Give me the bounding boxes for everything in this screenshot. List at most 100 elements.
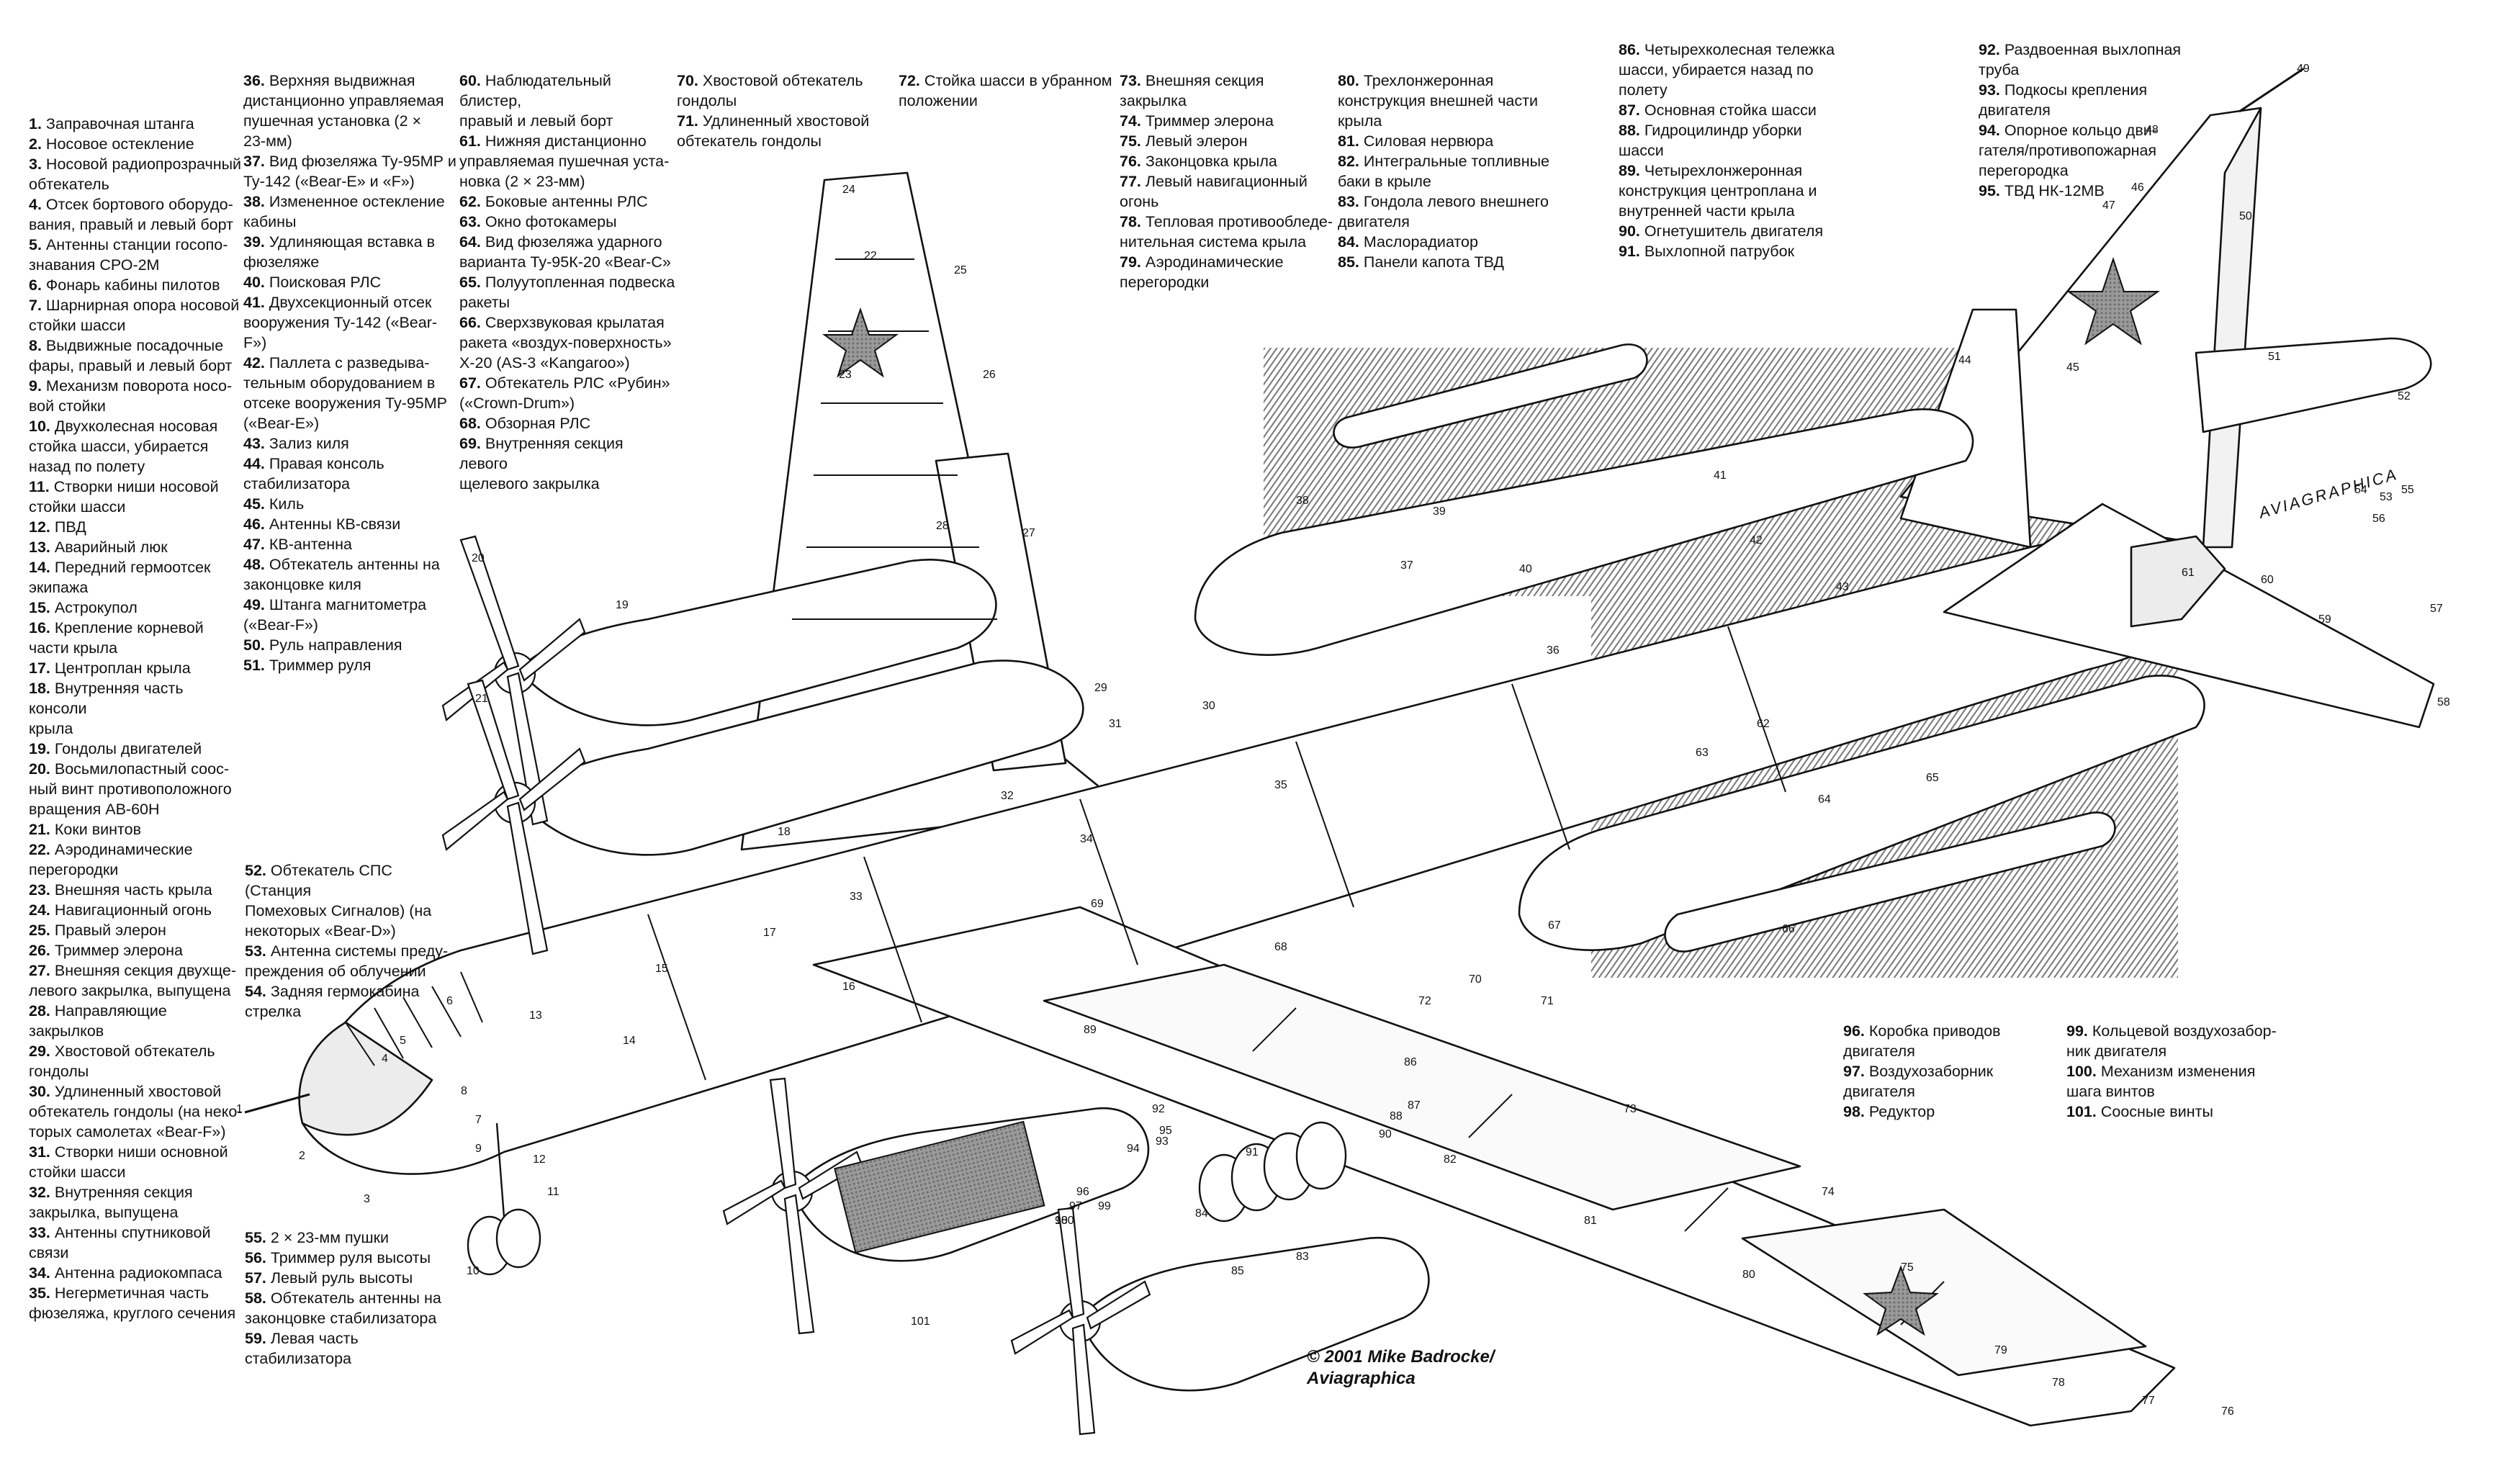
legend-column-11: 99. Кольцевой воздухозабор- ник двигател…	[2066, 1021, 2297, 1122]
callout-number-57: 57	[2430, 603, 2443, 615]
legend-item-text: Двухколесная носовая стойка шасси, убира…	[29, 418, 218, 475]
legend-item: 21. Коки винтов	[29, 819, 245, 839]
legend-item-number: 13.	[29, 539, 50, 556]
legend-item: 45. Киль	[243, 494, 459, 514]
callout-number-24: 24	[842, 184, 855, 196]
callout-number-75: 75	[1901, 1261, 1914, 1274]
legend-item: 7. Шарнирная опора носовой стойки шасси	[29, 295, 245, 336]
legend-item-text: Штанга магнитометра («Bear-F»)	[243, 596, 427, 634]
legend-item-number: 18.	[29, 680, 50, 697]
callout-number-39: 39	[1433, 505, 1446, 518]
callout-number-21: 21	[475, 693, 488, 705]
legend-item-number: 92.	[1979, 41, 2000, 58]
legend-item-text: Правый элерон	[54, 922, 166, 939]
legend-item-text: Паллета с разведыва- тельным оборудовани…	[243, 354, 448, 432]
callout-number-48: 48	[2146, 124, 2159, 136]
legend-item-number: 79.	[1120, 253, 1141, 271]
callout-number-91: 91	[1246, 1146, 1259, 1158]
callout-number-31: 31	[1109, 718, 1122, 730]
callout-number-43: 43	[1836, 581, 1849, 593]
legend-item-number: 19.	[29, 740, 50, 757]
legend-item-text: Силовая нервюра	[1363, 132, 1494, 150]
legend-item: 36. Верхняя выдвижная дистанционно управ…	[243, 71, 459, 151]
legend-item: 65. Полуутопленная подвеска ракеты	[459, 272, 675, 312]
legend-item-number: 23.	[29, 881, 50, 899]
nacelle-right-inner	[517, 660, 1084, 856]
callout-number-41: 41	[1714, 469, 1727, 482]
legend-item-text: Вид фюзеляжа Ту-95МР и Ту-142 («Bear-E» …	[243, 153, 456, 190]
legend-item-number: 51.	[243, 657, 265, 674]
legend-item-number: 6.	[29, 276, 42, 294]
legend-item-number: 87.	[1619, 102, 1640, 119]
legend-item-number: 62.	[459, 193, 481, 210]
legend-item: 49. Штанга магнитометра («Bear-F»)	[243, 595, 459, 635]
callout-number-99: 99	[1098, 1200, 1111, 1212]
legend-item-text: Левый руль высоты	[270, 1269, 413, 1287]
legend-item: 93. Подкосы крепления двигателя	[1979, 80, 2209, 120]
legend-item-text: Хвостовой обтекатель гондолы	[29, 1043, 215, 1080]
legend-item-number: 68.	[459, 415, 481, 432]
legend-item-text: Центроплан крыла	[54, 660, 191, 677]
legend-item: 54. Задняя гермокабина стрелка	[245, 981, 461, 1022]
legend-item: 26. Триммер элерона	[29, 940, 245, 960]
legend-item-text: Измененное остекление кабины	[243, 193, 445, 230]
legend-item-text: Подкосы крепления двигателя	[1979, 81, 2148, 119]
legend-item-text: Триммер элерона	[54, 942, 183, 959]
legend-item-text: Раздвоенная выхлопная труба	[1979, 41, 2182, 78]
legend-item-text: Антенна системы преду- преждения об облу…	[245, 942, 449, 980]
legend-item-text: Интегральные топливные баки в крыле	[1338, 153, 1549, 190]
callout-number-2: 2	[299, 1150, 305, 1162]
legend-item: 92. Раздвоенная выхлопная труба	[1979, 40, 2209, 80]
legend-item-number: 53.	[245, 942, 266, 960]
legend-item-text: Окно фотокамеры	[485, 213, 617, 230]
callout-number-97: 97	[1069, 1200, 1082, 1212]
callout-number-6: 6	[446, 995, 453, 1007]
callout-number-47: 47	[2102, 199, 2115, 212]
legend-item-text: Антенна радиокомпаса	[54, 1264, 222, 1282]
legend-item-number: 52.	[245, 862, 266, 879]
legend-item-number: 93.	[1979, 81, 2000, 99]
legend-item: 43. Зализ киля	[243, 433, 459, 454]
callout-number-32: 32	[1001, 790, 1014, 802]
legend-item: 99. Кольцевой воздухозабор- ник двигател…	[2066, 1021, 2297, 1061]
legend-column-8: 86. Четырехколесная тележка шасси, убира…	[1619, 40, 1849, 261]
legend-item-number: 7.	[29, 297, 42, 314]
legend-item-text: Воздухозаборник двигателя	[1843, 1063, 1994, 1100]
legend-item: 41. Двухсекционный отсек вооружения Ту-1…	[243, 292, 459, 353]
legend-item: 76. Законцовка крыла	[1120, 151, 1336, 171]
callout-number-10: 10	[467, 1265, 480, 1277]
legend-item-number: 100.	[2066, 1063, 2097, 1080]
legend-item-number: 85.	[1338, 253, 1359, 271]
callout-number-85: 85	[1231, 1265, 1244, 1277]
legend-column-2b: 52. Обтекатель СПС (Станция Помеховых Си…	[245, 860, 461, 1022]
legend-item-number: 49.	[243, 596, 265, 613]
legend-item: 1. Заправочная штанга	[29, 114, 245, 134]
legend-item: 94. Опорное кольцо дви- гателя/противопо…	[1979, 120, 2209, 181]
legend-item-text: Коки винтов	[54, 821, 142, 838]
legend-item: 73. Внешняя секция закрылка	[1120, 71, 1336, 111]
legend-item-text: Носовое остекление	[45, 135, 194, 153]
legend-item-number: 4.	[29, 196, 42, 213]
legend-item-number: 8.	[29, 337, 42, 354]
legend-item-number: 32.	[29, 1184, 50, 1201]
propeller-right-outer	[441, 535, 586, 826]
legend-item-text: Сверхзвуковая крылатая ракета «воздух-по…	[459, 314, 672, 372]
legend-item-number: 25.	[29, 922, 50, 939]
legend-item-text: Киль	[269, 495, 305, 513]
legend-item: 33. Антенны спутниковой связи	[29, 1223, 245, 1263]
legend-item: 15. Астрокупол	[29, 598, 245, 618]
legend-item: 90. Огнетушитель двигателя	[1619, 221, 1849, 241]
legend-item-number: 83.	[1338, 193, 1359, 210]
legend-item: 55. 2 × 23-мм пушки	[245, 1228, 461, 1248]
legend-item: 53. Антенна системы преду- преждения об …	[245, 941, 461, 981]
callout-number-71: 71	[1541, 995, 1554, 1007]
legend-item-number: 55.	[245, 1229, 266, 1246]
legend-item: 79. Аэродинамические перегородки	[1120, 252, 1336, 292]
legend-item-number: 45.	[243, 495, 265, 513]
left-aileron	[1741, 1208, 2147, 1377]
callout-number-51: 51	[2268, 351, 2281, 363]
legend-item-number: 28.	[29, 1002, 50, 1019]
legend-item: 29. Хвостовой обтекатель гондолы	[29, 1041, 245, 1081]
